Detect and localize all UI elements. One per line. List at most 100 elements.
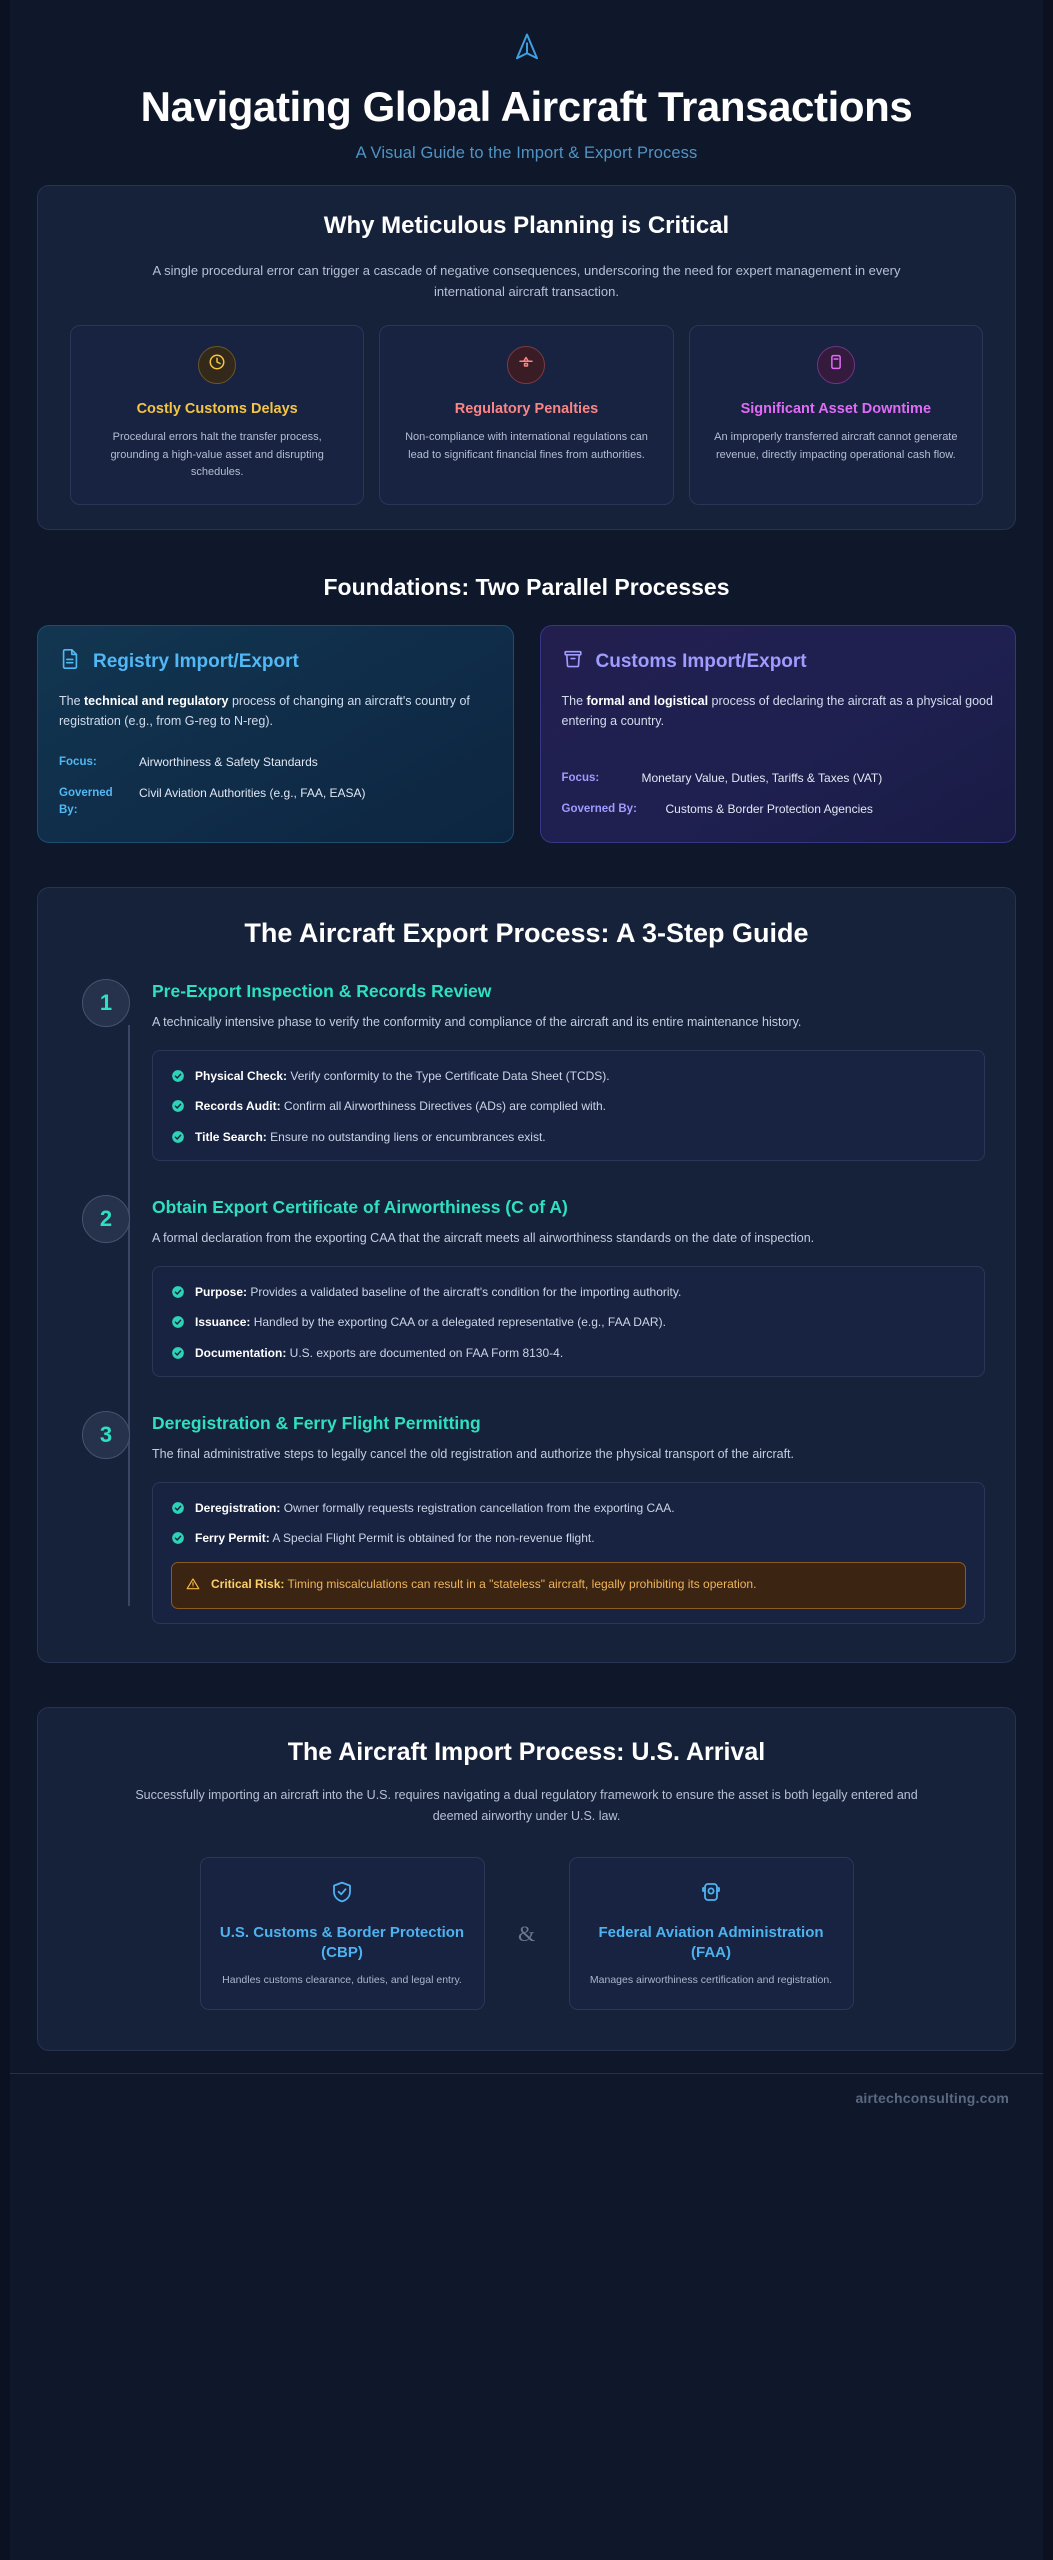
risk-card-desc: An improperly transferred aircraft canno… xyxy=(714,430,958,461)
risk-card-badge xyxy=(198,345,237,384)
agency-desc: Handles customs clearance, duties, and l… xyxy=(222,1974,462,1987)
foundations-card-meta: Focus: Airworthiness & Safety Standards … xyxy=(59,732,492,819)
detail-text: Ferry Permit: A Special Flight Permit is… xyxy=(195,1529,595,1548)
detail-label: Physical Check: xyxy=(195,1068,288,1083)
warning-triangle-icon xyxy=(186,1577,200,1596)
foundations-card-header: Customs Import/Export xyxy=(562,648,995,675)
step-description: A formal declaration from the exporting … xyxy=(152,1231,815,1246)
risk-card: Significant Asset Downtime An improperly… xyxy=(688,324,983,506)
page-footer: airtechconsulting.com xyxy=(10,2072,1043,2128)
detail-item: Purpose: Provides a validated baseline o… xyxy=(171,1283,966,1302)
export-step: 2 Obtain Export Certificate of Airworthi… xyxy=(60,1195,993,1378)
meta-governed-label: Governed By: xyxy=(561,803,637,816)
aircraft-badge-icon xyxy=(699,1880,723,1909)
meta-row-governed: Governed By: Customs & Border Protection… xyxy=(562,801,995,818)
check-circle-icon xyxy=(171,1069,185,1083)
agency-name: Federal Aviation Administration (FAA) xyxy=(598,1924,824,1962)
detail-label: Records Audit: xyxy=(195,1099,281,1114)
risk-card-title: Costly Customs Delays xyxy=(136,400,298,417)
detail-body: Ensure no outstanding liens or encumbran… xyxy=(266,1129,546,1144)
agency-name: U.S. Customs & Border Protection (CBP) xyxy=(219,1924,465,1962)
meta-focus-value: Airworthiness & Safety Standards xyxy=(139,754,318,769)
step-detail-list: Deregistration: Owner formally requests … xyxy=(152,1481,985,1624)
meta-focus-value: Monetary Value, Duties, Tariffs & Taxes … xyxy=(641,770,883,785)
check-circle-icon xyxy=(171,1285,185,1299)
navigation-plane-icon xyxy=(50,30,1003,69)
step-detail-list: Physical Check: Verify conformity to the… xyxy=(152,1049,985,1162)
detail-item: Deregistration: Owner formally requests … xyxy=(171,1499,966,1518)
step-body: Pre-Export Inspection & Records Review A… xyxy=(152,979,993,1162)
clock-icon xyxy=(208,353,226,376)
risk-card-list: Costly Customs Delays Procedural errors … xyxy=(56,324,997,506)
detail-body: Handled by the exporting CAA or a delega… xyxy=(250,1315,666,1330)
detail-text: Title Search: Ensure no outstanding lien… xyxy=(195,1128,546,1147)
detail-text: Records Audit: Confirm all Airworthiness… xyxy=(195,1097,606,1116)
detail-label: Ferry Permit: xyxy=(195,1531,270,1546)
detail-label: Issuance: xyxy=(195,1315,251,1330)
meta-row-focus: Focus: Monetary Value, Duties, Tariffs &… xyxy=(562,770,995,787)
risk-card: Regulatory Penalties Non-compliance with… xyxy=(379,324,674,506)
detail-item: Documentation: U.S. exports are document… xyxy=(171,1344,966,1363)
import-process-lead: Successfully importing an aircraft into … xyxy=(135,1787,918,1824)
critical-risk-callout: Critical Risk: Timing miscalculations ca… xyxy=(171,1561,966,1609)
desc-post: process of declaring the aircraft as a p… xyxy=(561,694,993,729)
detail-text: Purpose: Provides a validated baseline o… xyxy=(195,1283,681,1302)
step-description: A technically intensive phase to verify … xyxy=(152,1015,802,1030)
step-body: Obtain Export Certificate of Airworthine… xyxy=(152,1195,993,1378)
export-timeline: 1 Pre-Export Inspection & Records Review… xyxy=(60,979,993,1624)
detail-body: A Special Flight Permit is obtained for … xyxy=(269,1531,595,1546)
risk-card-desc: Procedural errors halt the transfer proc… xyxy=(110,430,324,479)
detail-label: Purpose: xyxy=(195,1284,248,1299)
meta-row-focus: Focus: Airworthiness & Safety Standards xyxy=(59,754,492,771)
foundations-card-name: Registry Import/Export xyxy=(93,650,299,672)
step-title: Deregistration & Ferry Flight Permitting xyxy=(152,1413,481,1434)
foundations-title: Foundations: Two Parallel Processes xyxy=(323,574,730,601)
critical-risk-text: Critical Risk: Timing miscalculations ca… xyxy=(211,1575,756,1594)
meta-row-governed: Governed By: Civil Aviation Authorities … xyxy=(59,785,492,818)
foundations-card-desc: The technical and regulatory process of … xyxy=(59,691,492,732)
document-icon xyxy=(59,648,81,675)
step-detail-list: Purpose: Provides a validated baseline o… xyxy=(152,1265,985,1378)
risk-section-title: Why Meticulous Planning is Critical xyxy=(323,212,730,240)
foundations-card-meta: Focus: Monetary Value, Duties, Tariffs &… xyxy=(562,748,995,819)
step-number-bubble: 1 xyxy=(82,979,130,1028)
detail-label: Documentation: xyxy=(195,1345,287,1360)
foundations-card-customs: Customs Import/Export The formal and log… xyxy=(539,625,1016,844)
detail-body: Provides a validated baseline of the air… xyxy=(247,1284,682,1299)
page-title: Navigating Global Aircraft Transactions xyxy=(140,83,913,130)
step-title: Pre-Export Inspection & Records Review xyxy=(152,981,492,1002)
detail-body: U.S. exports are documented on FAA Form … xyxy=(286,1345,564,1360)
step-number-bubble: 3 xyxy=(82,1411,130,1460)
export-step: 3 Deregistration & Ferry Flight Permitti… xyxy=(60,1411,993,1624)
check-circle-icon xyxy=(171,1531,185,1545)
detail-text: Deregistration: Owner formally requests … xyxy=(195,1499,675,1518)
detail-text: Documentation: U.S. exports are document… xyxy=(195,1344,563,1363)
agency-card-faa: Federal Aviation Administration (FAA) Ma… xyxy=(568,1857,854,2010)
risk-card: Costly Customs Delays Procedural errors … xyxy=(70,324,365,506)
export-process-title: The Aircraft Export Process: A 3-Step Gu… xyxy=(244,918,809,949)
detail-body: Confirm all Airworthiness Directives (AD… xyxy=(280,1099,606,1114)
foundations-card-registry: Registry Import/Export The technical and… xyxy=(37,625,514,844)
agency-card-list: U.S. Customs & Border Protection (CBP) H… xyxy=(60,1857,993,2010)
meta-governed-label: Governed By: xyxy=(59,787,113,816)
detail-body: Owner formally requests registration can… xyxy=(280,1500,675,1515)
crate-icon xyxy=(562,648,584,675)
detail-body: Verify conformity to the Type Certificat… xyxy=(287,1068,610,1083)
desc-pre: The xyxy=(561,694,587,709)
import-process-title: The Aircraft Import Process: U.S. Arriva… xyxy=(287,1737,766,1766)
hangar-door-icon xyxy=(827,353,845,376)
detail-text: Issuance: Handled by the exporting CAA o… xyxy=(195,1313,666,1332)
desc-post: process of changing an aircraft's countr… xyxy=(59,694,470,729)
risk-card-badge xyxy=(507,345,546,384)
export-step: 1 Pre-Export Inspection & Records Review… xyxy=(60,979,993,1162)
detail-item: Records Audit: Confirm all Airworthiness… xyxy=(171,1097,966,1116)
desc-bold: technical and regulatory xyxy=(84,694,229,709)
agency-desc: Manages airworthiness certification and … xyxy=(589,1974,833,1987)
agency-card-cbp: U.S. Customs & Border Protection (CBP) H… xyxy=(199,1857,485,2010)
risk-card-desc: Non-compliance with international regula… xyxy=(405,430,648,461)
desc-pre: The xyxy=(59,694,85,709)
risk-card-badge xyxy=(816,345,855,384)
step-description: The final administrative steps to legall… xyxy=(152,1447,795,1462)
detail-label: Deregistration: xyxy=(195,1500,281,1515)
